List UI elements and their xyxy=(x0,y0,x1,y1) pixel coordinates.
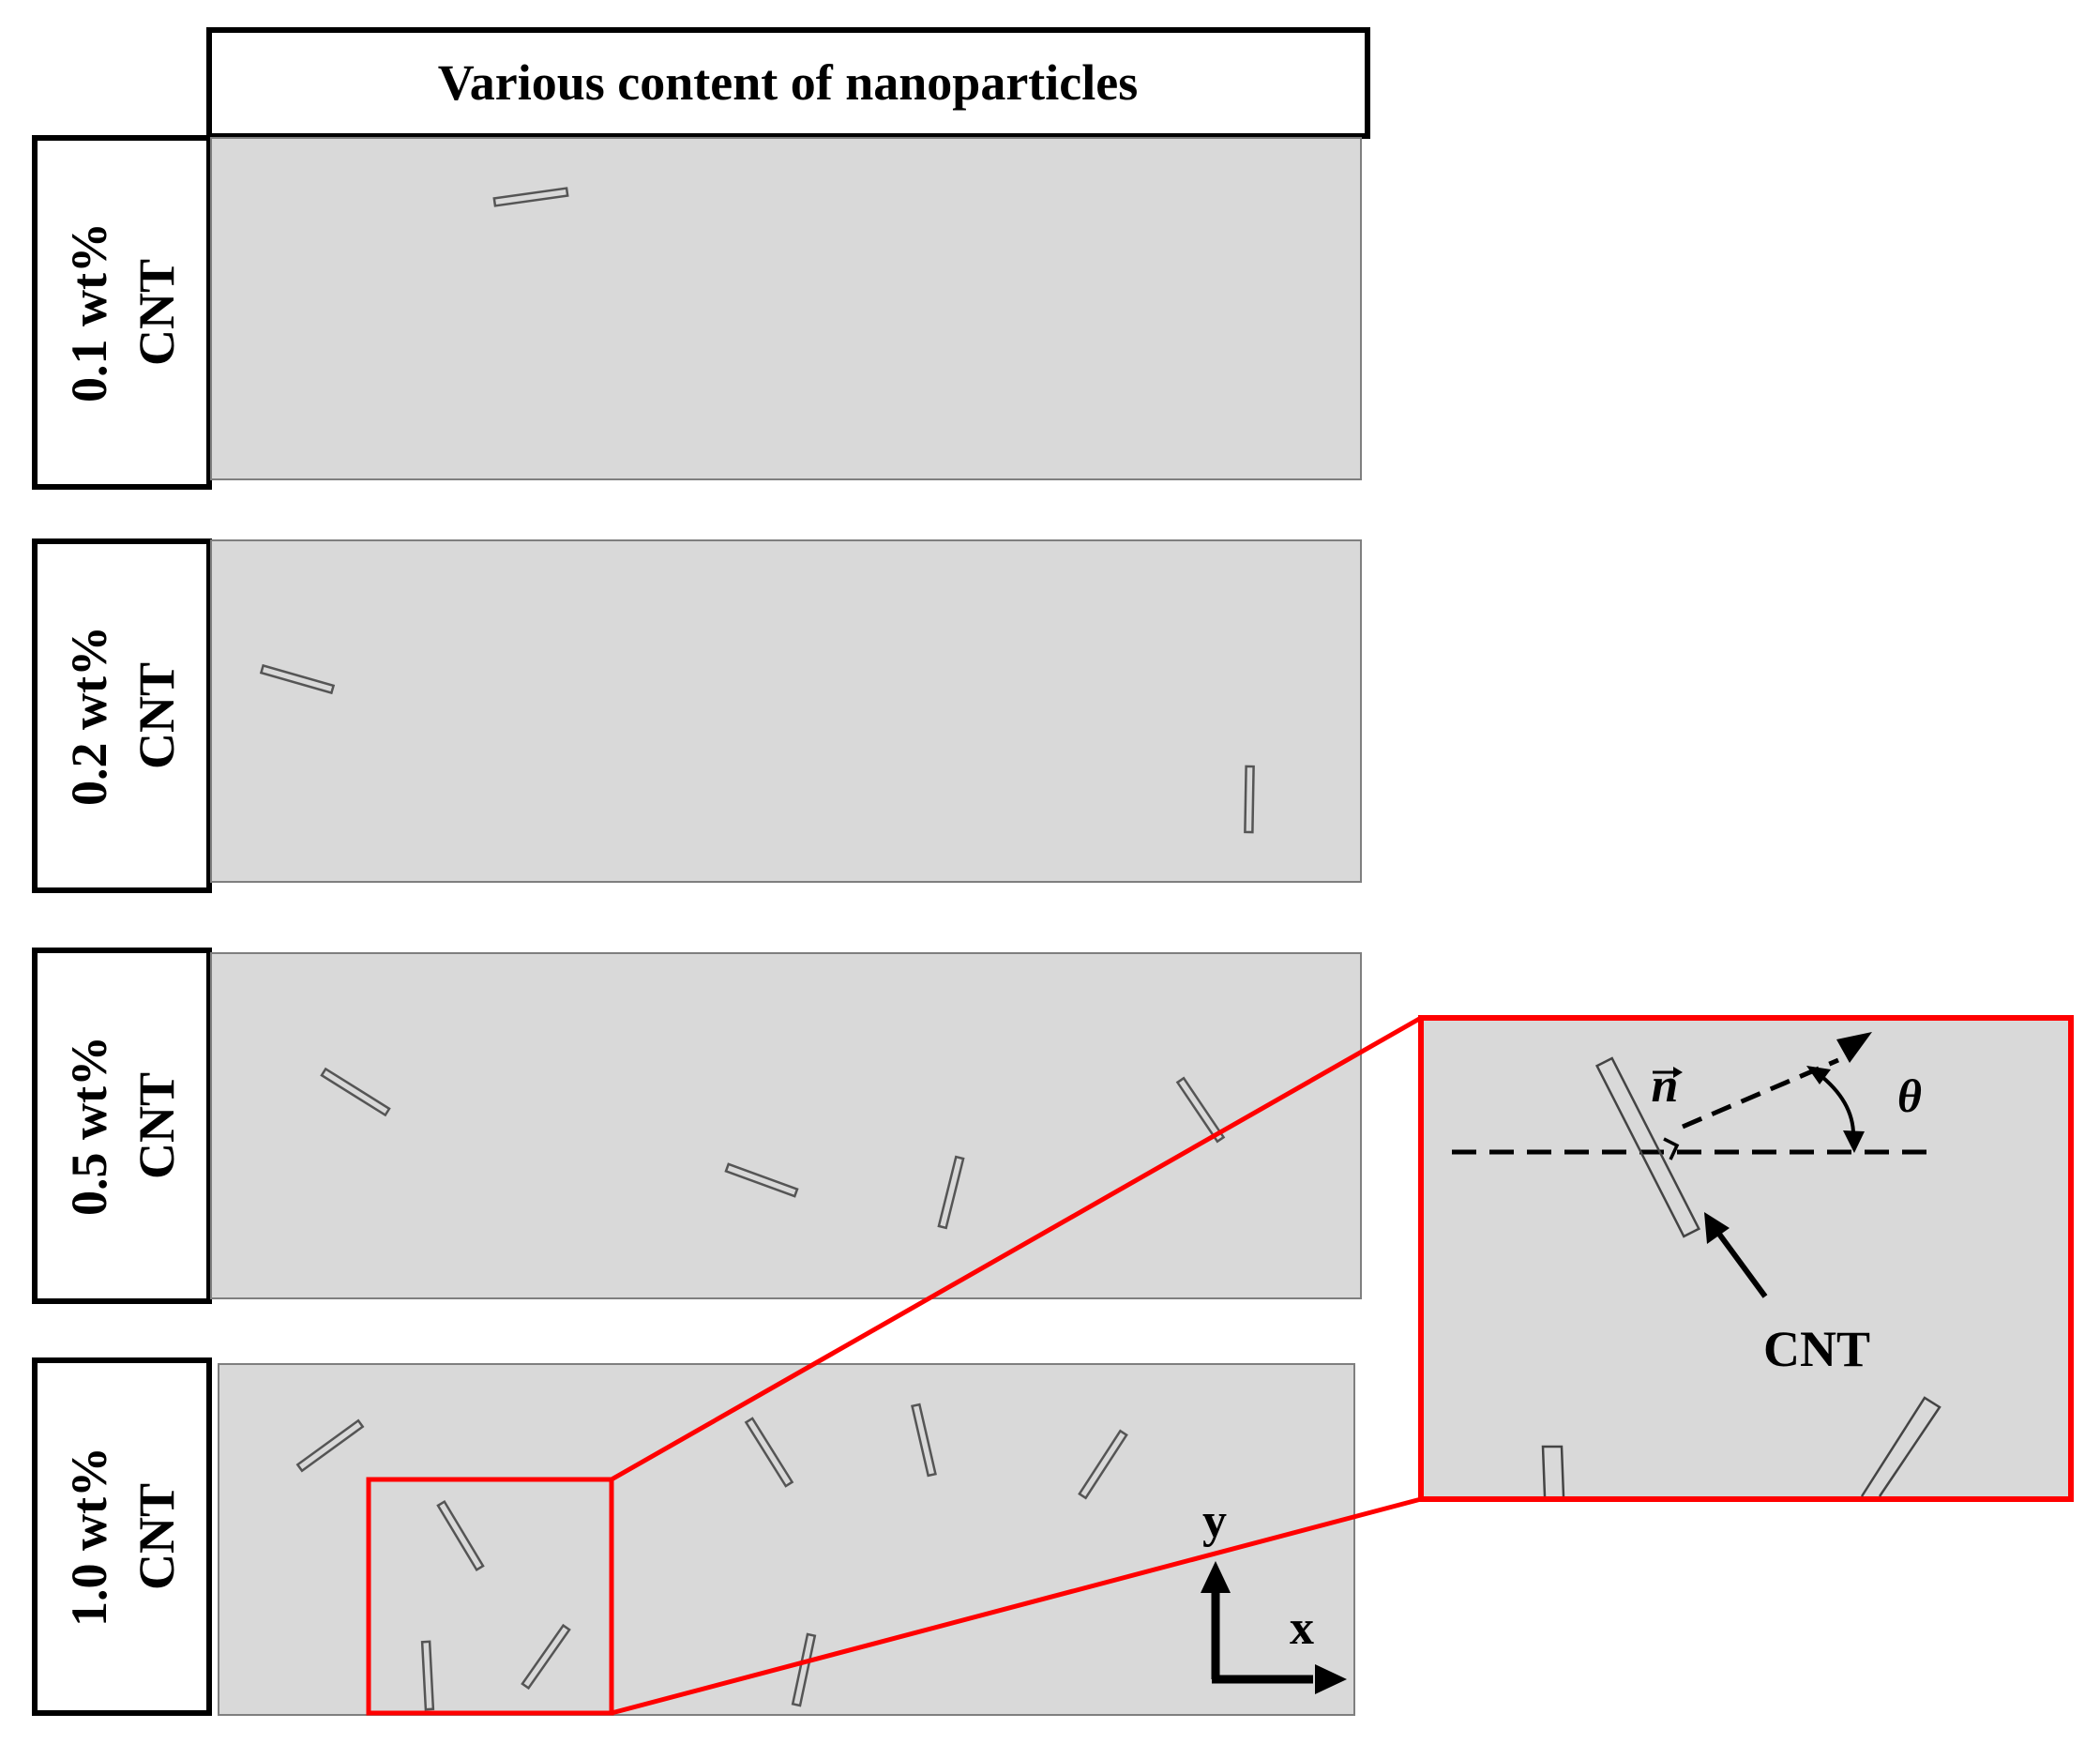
cnt-particle xyxy=(420,1640,435,1711)
zoom-inset: n θ CNT xyxy=(1418,1015,2074,1502)
zoom-connector-bottom xyxy=(611,1496,1422,1716)
cnt-particle xyxy=(521,1623,571,1691)
cnt-particles-panel-2 xyxy=(320,1067,1226,1230)
row-label-1-line1: 0.2 wt% xyxy=(61,626,117,806)
inset-edge-cnt-left xyxy=(1541,1445,1565,1497)
cnt-particle xyxy=(744,1417,794,1488)
normal-vector-overbar-tip xyxy=(1673,1067,1683,1078)
cnt-particle xyxy=(320,1067,391,1117)
cnt-particles-panel-0 xyxy=(492,187,569,207)
matrix-panel-2 xyxy=(210,952,1362,1299)
zoom-connector-top xyxy=(610,1015,1423,1482)
row-label-3-line1: 1.0 wt% xyxy=(61,1447,117,1627)
y-axis-label: y xyxy=(1202,1494,1227,1548)
header-title: Various content of nanoparticles xyxy=(438,54,1139,111)
cnt-particle xyxy=(436,1499,485,1572)
row-label-2: 0.5 wt% CNT xyxy=(32,948,212,1304)
row-label-1-line2: CNT xyxy=(128,662,185,769)
matrix-panel-1 xyxy=(210,539,1362,883)
normal-vector-arrowhead xyxy=(1836,1032,1872,1063)
inset-edge-cnt-right xyxy=(1860,1396,1941,1497)
row-label-0-line1: 0.1 wt% xyxy=(61,222,117,402)
cnt-particle xyxy=(295,1418,365,1473)
cnt-pointer-line xyxy=(1715,1231,1768,1298)
row-label-2-line1: 0.5 wt% xyxy=(61,1036,117,1216)
cnt-particle xyxy=(259,663,336,695)
cnt-pointer-arrowhead xyxy=(1704,1212,1730,1244)
angle-arc-arrowhead-top xyxy=(1806,1066,1831,1084)
row-label-3-line2: CNT xyxy=(128,1483,185,1590)
cnt-particle xyxy=(724,1162,799,1198)
cnt-particle xyxy=(911,1403,937,1478)
angle-label: θ xyxy=(1897,1069,1922,1122)
cnt-particle xyxy=(791,1632,817,1707)
row-label-3: 1.0 wt% CNT xyxy=(32,1357,212,1716)
matrix-panel-0 xyxy=(210,137,1362,480)
row-label-0-line2: CNT xyxy=(128,259,185,366)
cnt-particles-panel-1 xyxy=(259,663,1255,834)
matrix-panel-3 xyxy=(218,1363,1355,1716)
row-label-2-line2: CNT xyxy=(128,1072,185,1179)
coordinate-axes: y x xyxy=(1201,1494,1347,1694)
angle-arc-arrowhead-bottom xyxy=(1843,1130,1865,1153)
inset-cnt-particle xyxy=(1594,1056,1701,1238)
cnt-particle xyxy=(492,187,569,207)
cnt-particles-panel-3 xyxy=(295,1403,1128,1711)
header-box: Various content of nanoparticles xyxy=(206,27,1370,139)
cnt-pointer-label: CNT xyxy=(1763,1321,1870,1377)
cnt-particle xyxy=(1175,1076,1226,1144)
cnt-particle xyxy=(937,1155,965,1230)
cnt-particle xyxy=(1244,765,1255,834)
x-axis-label: x xyxy=(1290,1601,1314,1655)
row-label-0: 0.1 wt% CNT xyxy=(32,135,212,490)
normal-vector-label: n xyxy=(1652,1059,1679,1113)
row-label-1: 0.2 wt% CNT xyxy=(32,538,212,893)
right-angle-marker xyxy=(1663,1137,1680,1160)
cnt-particle xyxy=(1078,1429,1128,1500)
zoom-selection-box xyxy=(366,1477,614,1716)
